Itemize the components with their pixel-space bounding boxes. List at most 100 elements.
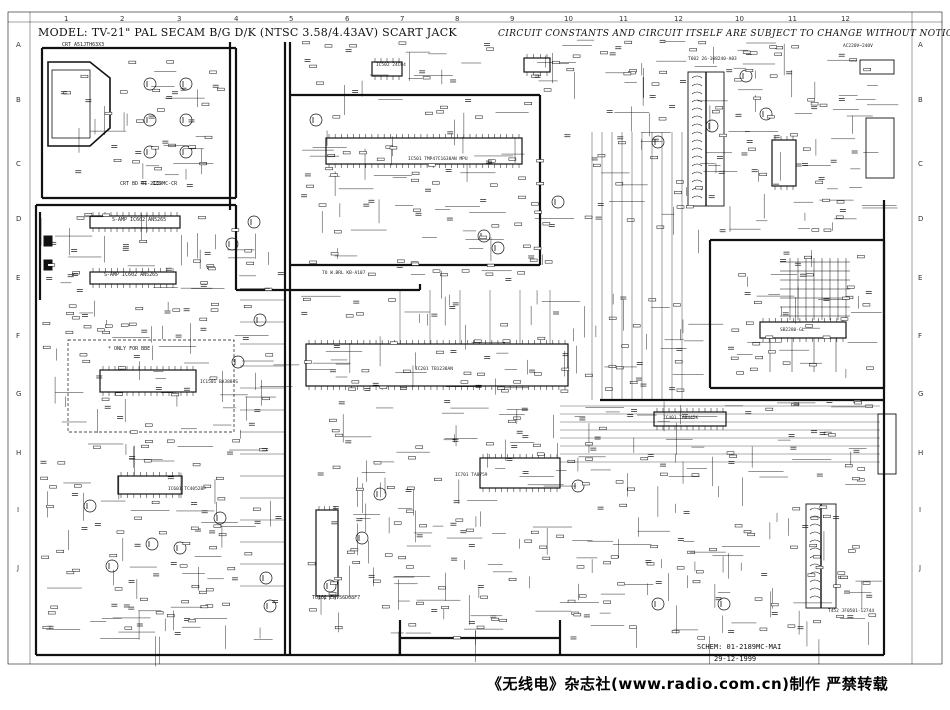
resistor-symbol — [849, 58, 857, 62]
resistor-symbol — [181, 600, 189, 604]
grid-row-label: H — [918, 449, 924, 457]
resistor-symbol — [376, 157, 385, 161]
resistor-symbol — [168, 143, 176, 147]
resistor-symbol — [172, 308, 181, 312]
grid-row-label: A — [918, 41, 923, 49]
resistor-symbol — [188, 619, 196, 623]
resistor-symbol — [109, 554, 118, 558]
resistor-symbol — [388, 298, 396, 302]
publisher-credit: 《无线电》杂志社(www.radio.com.cn)制作 严禁转载 — [487, 675, 889, 693]
grid-row-label: F — [918, 332, 923, 340]
resistor-symbol — [749, 51, 758, 55]
resistor-symbol — [63, 91, 71, 95]
resistor-symbol — [42, 321, 51, 325]
resistor-symbol — [302, 41, 310, 45]
resistor-symbol — [576, 565, 585, 569]
resistor-symbol — [730, 356, 739, 360]
resistor-symbol — [755, 356, 764, 360]
resistor-symbol — [46, 505, 54, 509]
resistor-symbol — [398, 41, 407, 45]
resistor-symbol — [463, 371, 472, 375]
resistor-symbol — [432, 269, 441, 273]
resistor-symbol — [632, 324, 641, 328]
resistor-symbol — [102, 330, 110, 334]
resistor-symbol — [359, 151, 367, 155]
resistor-symbol — [136, 119, 144, 123]
resistor-symbol — [615, 480, 624, 484]
resistor-symbol — [47, 263, 56, 267]
resistor-symbol — [487, 263, 495, 267]
transistor-symbol — [253, 313, 267, 327]
resistor-symbol — [823, 228, 832, 232]
transistor-symbol — [83, 499, 97, 513]
resistor-symbol — [608, 316, 617, 320]
audio-switch-ic-body — [117, 475, 183, 495]
resistor-symbol — [765, 335, 774, 339]
resistor-symbol — [868, 613, 877, 617]
resistor-symbol — [603, 561, 611, 565]
tuner-body — [315, 509, 339, 597]
resistor-symbol — [206, 588, 214, 592]
schematic-date: 29-12-1999 — [714, 655, 757, 663]
resistor-symbol — [204, 135, 213, 139]
resistor-symbol — [844, 464, 853, 468]
resistor-symbol — [171, 393, 179, 397]
grid-row-label: G — [918, 390, 924, 398]
resistor-symbol — [152, 88, 161, 92]
resistor-symbol — [76, 216, 85, 220]
resistor-symbol — [356, 487, 364, 491]
resistor-symbol — [143, 459, 152, 463]
resistor-symbol — [833, 584, 841, 588]
resistor-symbol — [114, 587, 123, 591]
grid-col-label: 8 — [455, 15, 460, 23]
resistor-symbol — [232, 439, 240, 443]
memory-ic-label: IC701 TA8759 — [455, 473, 488, 478]
resistor-symbol — [536, 452, 545, 456]
transistor-symbol — [259, 571, 273, 585]
resistor-symbol — [836, 614, 844, 618]
grid-row-label: E — [918, 274, 923, 282]
resistor-symbol — [101, 397, 110, 401]
switch-panel-ic-body — [759, 321, 847, 339]
resistor-symbol — [390, 341, 398, 345]
resistor-symbol — [318, 203, 327, 207]
transistor-symbol — [143, 77, 157, 91]
resistor-symbol — [533, 443, 541, 447]
resistor-symbol — [770, 603, 779, 607]
resistor-symbol — [695, 570, 704, 574]
resistor-symbol — [330, 252, 339, 256]
resistor-symbol — [438, 586, 446, 590]
resistor-symbol — [552, 60, 560, 64]
transistor-symbol — [173, 541, 187, 555]
transistor-symbol — [759, 107, 773, 121]
resistor-symbol — [128, 60, 137, 64]
transistor-symbol — [309, 113, 323, 127]
resistor-symbol — [57, 461, 66, 465]
resistor-symbol — [698, 41, 707, 45]
resistor-symbol — [585, 457, 593, 461]
t452-label: T452 JF0501-12744 — [828, 609, 875, 614]
resistor-symbol — [754, 300, 762, 304]
resistor-symbol — [155, 611, 164, 615]
resistor-symbol — [406, 509, 414, 513]
resistor-symbol — [745, 321, 754, 325]
resistor-symbol — [567, 599, 576, 603]
bridge-rectifier — [865, 117, 895, 179]
transformer-winding — [691, 171, 703, 175]
resistor-symbol — [118, 366, 126, 370]
resistor-symbol — [656, 225, 665, 229]
resistor-symbol — [805, 324, 813, 328]
resistor-symbol — [759, 627, 768, 631]
resistor-symbol — [671, 630, 680, 634]
resistor-symbol — [139, 239, 147, 243]
grid-row-label: C — [918, 160, 923, 168]
resistor-symbol — [415, 445, 424, 449]
resistor-symbol — [731, 328, 740, 332]
resistor-symbol — [367, 272, 376, 276]
resistor-symbol — [810, 102, 819, 106]
resistor-symbol — [373, 461, 382, 465]
sheet-frame — [7, 11, 943, 665]
audio-switch-ic-label: IC601 TC4052BP — [168, 487, 206, 492]
resistor-symbol — [79, 353, 88, 357]
resistor-symbol — [244, 552, 253, 556]
